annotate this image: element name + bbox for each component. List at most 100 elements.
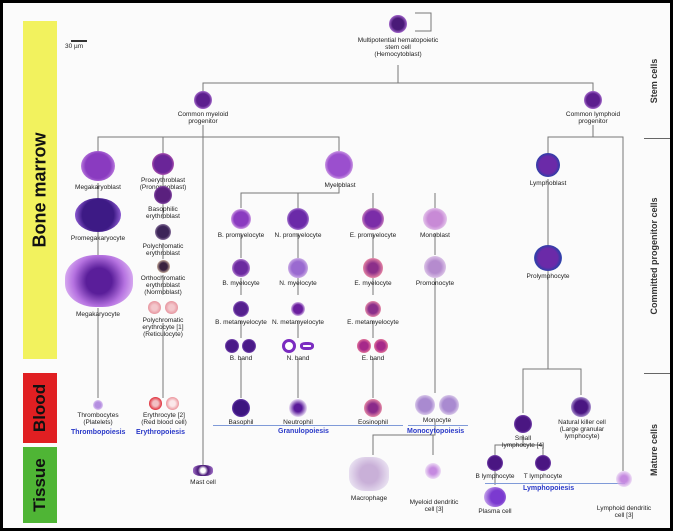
b-myelocyte-cell — [232, 259, 250, 277]
stem-cells-label: Stem cells — [649, 58, 659, 103]
monocyte-label: Monocyte — [422, 417, 452, 424]
lymphoblast-label: Lymphoblast — [529, 180, 567, 187]
n-promyelocyte-cell — [287, 208, 309, 230]
polychromatic-erythroblast-cell — [155, 224, 171, 240]
mast-cell-label: Mast cell — [190, 479, 216, 486]
monoblast-cell — [423, 208, 447, 230]
right-divider-1 — [644, 138, 670, 139]
e-band-label: E. band — [361, 355, 385, 362]
basophil-cell — [232, 399, 250, 417]
eosinophil-cell — [364, 399, 382, 417]
b-promyelocyte-cell — [231, 209, 251, 229]
mature-label-box: Mature cells — [644, 375, 664, 525]
small-lymphocyte-cell — [514, 415, 532, 433]
natural-killer-cell — [571, 397, 591, 417]
eosinophil-label: Eosinophil — [358, 419, 388, 426]
prolymphocyte-cell — [534, 245, 562, 271]
b-metamyelocyte-label: B. metamyelocyte — [215, 319, 267, 326]
erythrocyte-cell-1 — [149, 397, 162, 410]
e-myelocyte-cell — [363, 258, 383, 278]
plasma-cell-label: Plasma cell — [478, 508, 512, 515]
e-myelocyte-label: E. myelocyte — [354, 280, 392, 287]
prolymphocyte-label: Prolymphocyte — [526, 273, 570, 280]
scale-bar-label: 30 µm — [65, 43, 84, 50]
orthochromatic-erythroblast-cell — [157, 260, 170, 273]
n-myelocyte-label: N. myelocyte — [279, 280, 317, 287]
myeloblast-cell — [325, 151, 353, 179]
e-band-cell-2 — [374, 339, 388, 353]
neutrophil-cell — [289, 399, 307, 417]
granulopoiesis-line — [213, 425, 403, 426]
bone-marrow-band: Bone marrow — [23, 21, 57, 359]
scale-bar — [71, 40, 87, 42]
promonocyte-cell — [424, 256, 446, 278]
n-band-cell-1 — [282, 339, 296, 353]
e-metamyelocyte-label: E. metamyelocyte — [347, 319, 399, 326]
lymphoblast-cell — [536, 153, 560, 177]
myeloid-dendritic-cell — [425, 463, 441, 479]
granulopoiesis-label: Granulopoiesis — [278, 428, 329, 435]
b-band-cell-1 — [225, 339, 239, 353]
b-lymphocyte-label: B lymphocyte — [475, 473, 515, 480]
stem-cells-label-box: Stem cells — [644, 23, 664, 138]
t-lymphocyte-cell — [535, 455, 551, 471]
common-myeloid-progenitor — [194, 91, 212, 109]
e-promyelocyte-label: E. promyelocyte — [349, 232, 397, 239]
reticulocyte-cell-1 — [148, 301, 161, 314]
promegakaryocyte-label: Promegakaryocyte — [70, 235, 126, 242]
neutrophil-label: Neutrophil — [283, 419, 313, 426]
erythrocyte-cell-2 — [166, 397, 179, 410]
b-band-label: B. band — [229, 355, 253, 362]
n-myelocyte-cell — [288, 258, 308, 278]
b-myelocyte-label: B. myelocyte — [222, 280, 260, 287]
n-band-label: N. band — [286, 355, 310, 362]
monocyte-cell-1 — [415, 395, 435, 415]
macrophage-label: Macrophage — [350, 495, 388, 502]
blood-label: Blood — [30, 383, 49, 433]
megakaryoblast-label: Megakaryoblast — [75, 184, 121, 191]
n-band-cell-2 — [300, 342, 314, 350]
hematopoiesis-diagram: Bone marrow Blood Tissue Stem cells Comm… — [3, 3, 670, 528]
mature-cells-label: Mature cells — [649, 423, 659, 477]
megakaryoblast-cell — [81, 151, 115, 181]
b-lymphocyte-cell — [487, 455, 503, 471]
committed-progenitor-label: Committed progenitor cells — [649, 197, 659, 315]
promonocyte-label: Promonocyte — [415, 280, 455, 287]
erythropoiesis-label: Erythropoiesis — [136, 429, 186, 436]
right-divider-2 — [644, 373, 670, 374]
n-metamyelocyte-label: N. metamyelocyte — [271, 319, 325, 326]
erythrocyte-label: Erythrocyte [2](Red blood cell) — [141, 412, 187, 426]
blood-band: Blood — [23, 373, 57, 443]
lymphopoiesis-line — [485, 483, 625, 484]
monoblast-label: Monoblast — [420, 232, 450, 239]
thrombocytes-cell — [93, 400, 103, 410]
n-promyelocyte-label: N. promyelocyte — [274, 232, 322, 239]
n-metamyelocyte-cell — [291, 302, 305, 316]
e-promyelocyte-cell — [362, 208, 384, 230]
bone-marrow-label: Bone marrow — [29, 132, 50, 248]
megakaryocyte-cell — [65, 255, 133, 307]
b-metamyelocyte-cell — [233, 301, 249, 317]
monocyte-cell-2 — [439, 395, 459, 415]
mast-cell — [193, 465, 213, 476]
megakaryocyte-label: Megakaryocyte — [75, 311, 121, 318]
macrophage-cell — [349, 457, 389, 491]
b-band-cell-2 — [242, 339, 256, 353]
lymphoid-dendritic-cell — [616, 471, 632, 487]
stem-cell — [389, 15, 407, 33]
reticulocyte-cell-2 — [165, 301, 178, 314]
t-lymphocyte-label: T lymphocyte — [523, 473, 563, 480]
plasma-cell — [484, 487, 506, 507]
thrombopoiesis-label: Thrombopoiesis — [71, 429, 126, 436]
